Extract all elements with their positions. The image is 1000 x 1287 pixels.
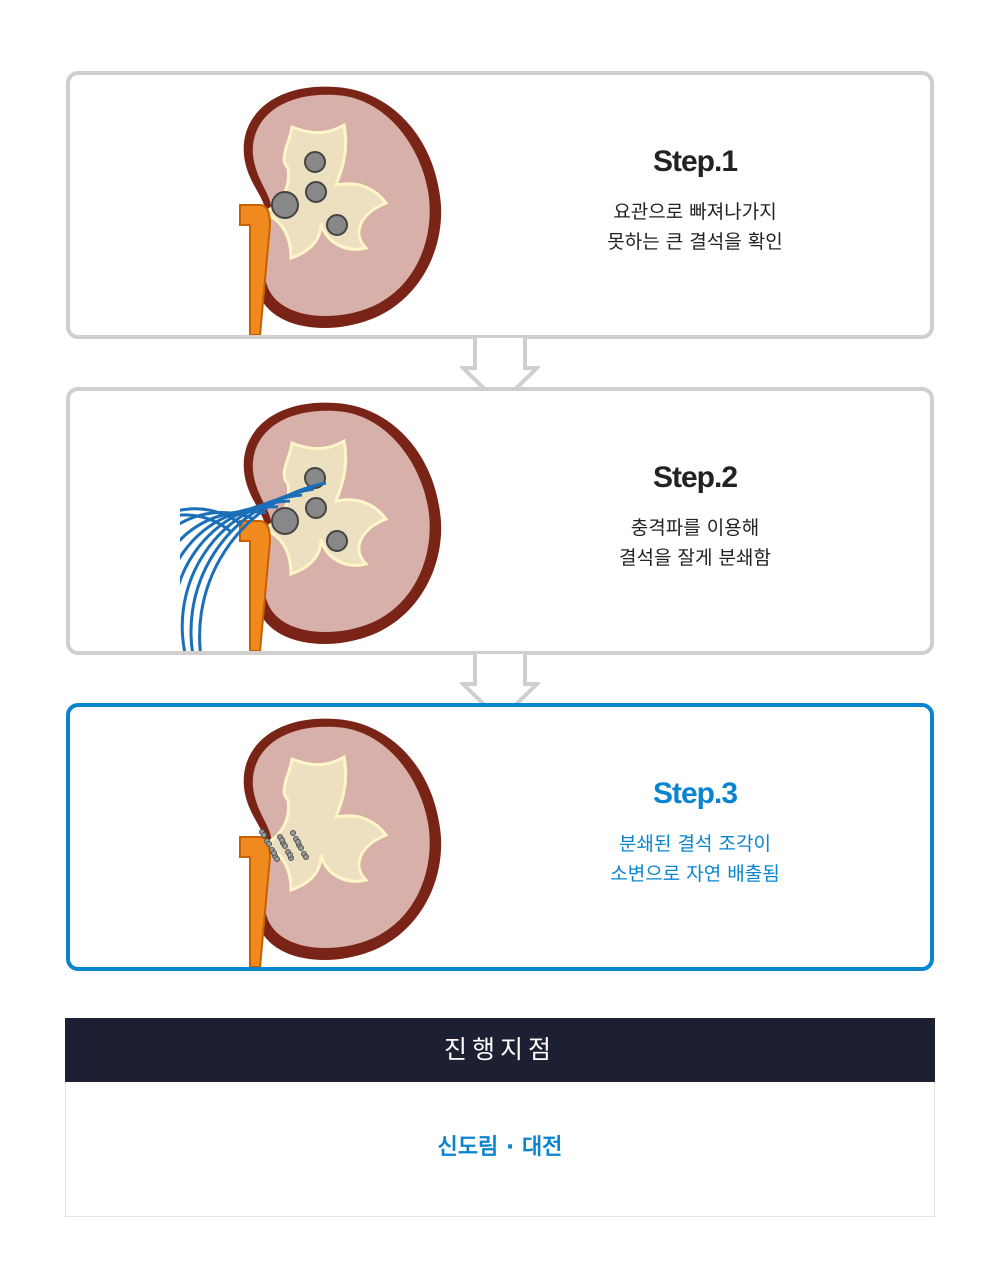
step-title: Step.2 — [652, 461, 738, 494]
kidney-shockwave-illustration — [180, 402, 442, 651]
shockwave-arc — [180, 513, 231, 533]
shockwave-arc — [180, 511, 255, 526]
locations-value: 신도림 · 대전 — [65, 1082, 935, 1217]
step-desc: 충격파를 이용해 — [630, 517, 760, 539]
step-desc: 소변으로 자연 배출됨 — [610, 863, 780, 885]
locations-header: 진행지점 — [65, 1018, 935, 1082]
step-desc: 요관으로 빠져나가지 — [613, 201, 777, 223]
shockwave-arc — [180, 507, 243, 527]
step-desc: 못하는 큰 결석을 확인 — [607, 231, 783, 253]
step-desc: 분쇄된 결석 조각이 — [619, 833, 771, 855]
step-title: Step.3 — [652, 777, 738, 810]
step-desc: 결석을 잘게 분쇄함 — [619, 547, 771, 569]
kidney-fragments-illustration — [239, 718, 442, 967]
kidney-stones-illustration — [239, 86, 442, 335]
shockwave-arc — [198, 481, 327, 651]
step-title: Step.1 — [652, 145, 738, 178]
